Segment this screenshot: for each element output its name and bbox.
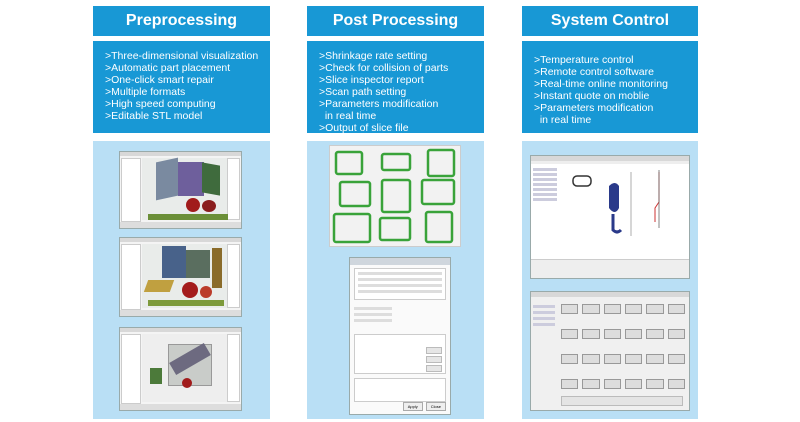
- software-window-screenshot: [119, 151, 242, 229]
- feature-item: >Scan path setting: [319, 86, 407, 98]
- parameters-dialog-screenshot: Apply Close: [349, 257, 451, 415]
- post-processing-feature-list: >Shrinkage rate setting >Check for colli…: [307, 41, 484, 134]
- model-part-image: [200, 286, 212, 298]
- column-system-control: System Control >Temperature control >Rem…: [522, 6, 698, 419]
- feature-item: >Editable STL model: [105, 110, 203, 122]
- feature-item: >Temperature control: [534, 54, 634, 66]
- feature-item: >Real-time online monitoring: [534, 78, 668, 90]
- model-part-image: [186, 198, 200, 212]
- model-part-image: [143, 280, 175, 292]
- model-part-image: [162, 246, 186, 278]
- feature-item: >Three-dimensional visualization: [105, 50, 259, 62]
- model-part-image: [150, 368, 162, 384]
- preprocessing-feature-list: >Three-dimensional visualization >Automa…: [93, 41, 270, 133]
- feature-item: >One-click smart repair: [105, 74, 214, 86]
- model-part-image: [148, 300, 224, 306]
- feature-item: >Parameters modification: [319, 98, 439, 110]
- close-button[interactable]: Close: [425, 402, 446, 411]
- feature-item: >High speed computing: [105, 98, 216, 110]
- system-control-feature-list: >Temperature control >Remote control sof…: [522, 41, 698, 133]
- model-part-image: [186, 250, 210, 278]
- feature-item: >Check for collision of parts: [319, 62, 449, 74]
- feature-item: in real time: [319, 110, 377, 122]
- feature-item: >Automatic part placement: [105, 62, 231, 74]
- feature-item: >Slice inspector report: [319, 74, 424, 86]
- preprocessing-screenshots: [93, 141, 270, 419]
- model-part-image: [148, 214, 228, 220]
- slice-layout-screenshot: [329, 145, 461, 247]
- model-part-image: [182, 282, 198, 298]
- control-panel-screenshot: [530, 291, 690, 411]
- feature-item: in real time: [534, 114, 592, 126]
- model-part-image: [182, 378, 192, 388]
- feature-item: >Output of slice file: [319, 122, 409, 134]
- feature-item: >Multiple formats: [105, 86, 186, 98]
- preprocessing-header: Preprocessing: [93, 6, 270, 36]
- apply-button[interactable]: Apply: [402, 402, 423, 411]
- model-part-image: [202, 200, 216, 212]
- system-control-header: System Control: [522, 6, 698, 36]
- post-processing-header: Post Processing: [307, 6, 484, 36]
- monitoring-graphic-image: [572, 170, 660, 236]
- post-processing-screenshots: Apply Close: [307, 141, 484, 419]
- feature-item: >Shrinkage rate setting: [319, 50, 428, 62]
- model-part-image: [178, 162, 204, 196]
- software-window-screenshot: [119, 237, 242, 317]
- model-part-image: [202, 162, 220, 196]
- system-control-screenshots: [522, 141, 698, 419]
- monitoring-window-screenshot: [530, 155, 690, 279]
- column-preprocessing: Preprocessing >Three-dimensional visuali…: [93, 6, 270, 419]
- model-part-image: [156, 157, 178, 201]
- slice-frames-image: [332, 148, 456, 244]
- feature-item: >Parameters modification: [534, 102, 654, 114]
- feature-item: >Instant quote on moblie: [534, 90, 650, 102]
- feature-item: >Remote control software: [534, 66, 654, 78]
- software-window-screenshot: [119, 327, 242, 411]
- column-post-processing: Post Processing >Shrinkage rate setting …: [307, 6, 484, 419]
- model-part-image: [212, 248, 222, 288]
